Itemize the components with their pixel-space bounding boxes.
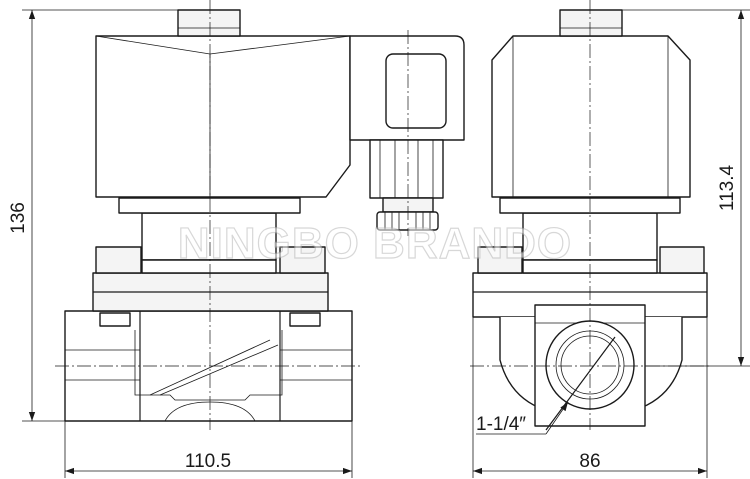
dimension-height-total-label: 136 bbox=[8, 202, 29, 234]
dimension-port-size: 1-1/4″ bbox=[476, 401, 569, 435]
front-bonnet-flange bbox=[92, 246, 329, 327]
dimension-width-front: 110.5 bbox=[64, 421, 353, 478]
front-din-connector bbox=[349, 35, 465, 231]
dimension-port-size-label: 1-1/4″ bbox=[476, 414, 526, 435]
dimension-width-side: 86 bbox=[472, 317, 708, 478]
dimension-height-total: 136 bbox=[8, 9, 178, 422]
dimension-width-front-label: 110.5 bbox=[185, 451, 231, 472]
dimension-height-coil: 113.4 bbox=[622, 9, 750, 367]
dimension-height-coil-label: 113.4 bbox=[717, 165, 738, 212]
side-coil bbox=[491, 9, 691, 198]
front-coil bbox=[95, 9, 351, 198]
dimension-width-side-label: 86 bbox=[579, 451, 600, 472]
front-view bbox=[55, 0, 465, 430]
watermark-text: NINGBO BRANDO bbox=[178, 219, 572, 268]
side-view bbox=[470, 0, 712, 431]
front-armature-tube bbox=[118, 197, 301, 274]
